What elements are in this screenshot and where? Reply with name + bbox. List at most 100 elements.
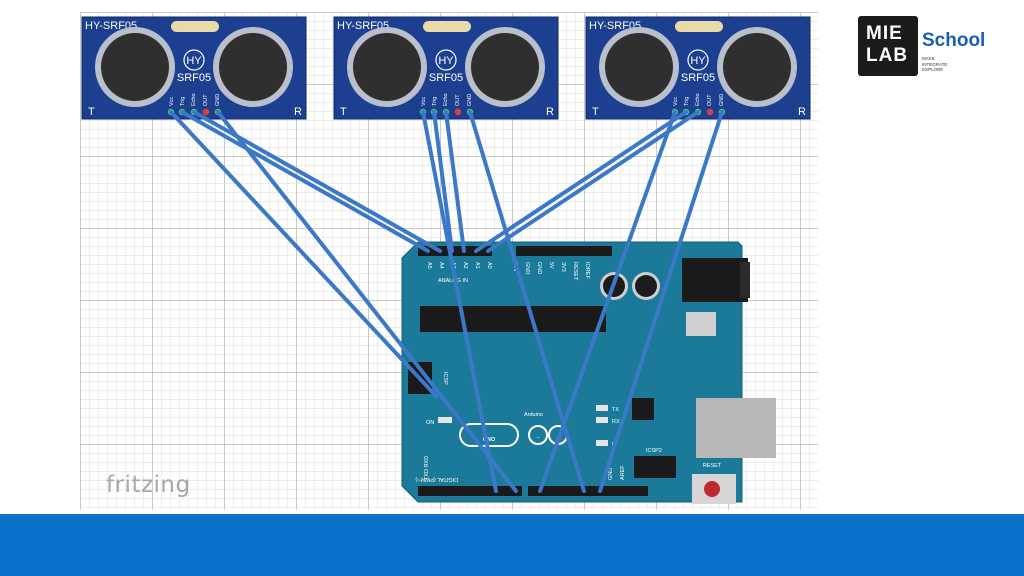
receive-letter: R xyxy=(546,106,554,118)
atmega-chip xyxy=(420,306,606,332)
wires xyxy=(169,110,724,493)
logo-tagline-2: INTEGRATE xyxy=(922,61,948,67)
wire-s1-trig xyxy=(180,110,430,253)
crystal-oscillator xyxy=(423,21,471,32)
rx-led xyxy=(596,417,608,423)
receive-letter: R xyxy=(798,106,806,118)
logo-tagline-3: EXPLORE xyxy=(922,67,944,72)
infinity-left xyxy=(528,425,548,445)
ultrasonic-sensor-2: HY-SRF05 HY SRF05 T R Vcc Trig Echo OUT … xyxy=(333,16,559,120)
logo-tagline: MAKE INTEGRATE EXPLORE xyxy=(922,56,947,73)
logo-mark-line2: LAB xyxy=(866,45,909,66)
pin-label-echo: Echo xyxy=(443,93,449,106)
power-led xyxy=(438,417,452,423)
pin-label-echo: Echo xyxy=(695,93,701,106)
pin-label-gnd: GND xyxy=(215,94,221,106)
analog-header-label: ANALOG IN xyxy=(438,278,468,284)
uno-logo: UNO xyxy=(483,437,496,443)
hy-badge-circle xyxy=(687,49,709,71)
gnd-label: GND xyxy=(608,468,614,480)
aref-label: AREF xyxy=(620,465,626,480)
logo-mark-line1: MIE xyxy=(866,23,903,44)
hy-badge-circle xyxy=(435,49,457,71)
pin-label-trig: Trig xyxy=(432,97,438,106)
analog-pin-label-a4: A4 xyxy=(438,262,444,269)
pin-label-trig: Trig xyxy=(684,97,690,106)
analog-pin-label-a5: A5 xyxy=(426,262,432,269)
sensor-model: SRF05 xyxy=(429,72,463,84)
pin-label-trig: Trig xyxy=(180,97,186,106)
analog-pin-label-a1: A1 xyxy=(474,262,480,269)
digital-header-high xyxy=(528,486,648,496)
mielab-logo-mark: MIE LAB xyxy=(858,16,918,76)
rx-label: RX xyxy=(612,419,620,425)
receive-letter: R xyxy=(294,106,302,118)
wire-s2-gnd xyxy=(468,110,586,493)
icsp-left-label: ICSP xyxy=(442,372,448,385)
pin-label-gnd: GND xyxy=(719,94,725,106)
voltage-regulator xyxy=(686,312,716,336)
power-pin-label-gnd1: GND xyxy=(524,262,530,274)
transmit-letter: T xyxy=(592,106,599,118)
transmitter-transducer xyxy=(101,33,169,101)
txd-rxd-label: TXD RXD xyxy=(424,456,430,480)
pin-out[interactable] xyxy=(202,108,210,116)
logo-wordmark: School xyxy=(922,30,986,51)
capacitor-2-top xyxy=(635,275,657,297)
wire-s1-vcc xyxy=(169,110,438,398)
power-pin-label-3v3: 3V3 xyxy=(560,262,566,272)
wire-s1-gnd xyxy=(216,110,518,493)
power-header xyxy=(516,246,612,256)
wire-s3-trig xyxy=(474,110,688,253)
fritzing-watermark: fritzing xyxy=(106,472,191,498)
wire-s3-gnd xyxy=(598,110,724,493)
transmit-letter: T xyxy=(88,106,95,118)
transmitter-transducer xyxy=(353,33,421,101)
pin-label-out: OUT xyxy=(203,94,209,106)
usb-b-port xyxy=(696,398,776,458)
reset-button[interactable] xyxy=(704,481,720,497)
pin-label-out: OUT xyxy=(455,94,461,106)
sensor-model: SRF05 xyxy=(681,72,715,84)
footer-bar xyxy=(0,514,1024,576)
wire-s3-echo xyxy=(486,110,700,253)
hy-badge-text: HY xyxy=(438,55,454,67)
pin-label-vcc: Vcc xyxy=(421,97,427,106)
pin-out[interactable] xyxy=(706,108,714,116)
receiver-transducer xyxy=(471,33,539,101)
pin-label-echo: Echo xyxy=(191,93,197,106)
logo-tagline-1: MAKE xyxy=(922,56,935,61)
receiver-transducer xyxy=(219,33,287,101)
dc-power-jack-barrel xyxy=(740,262,750,298)
analog-pin-label-a0: A0 xyxy=(486,262,492,269)
icsp2-label: ICSP2 xyxy=(646,448,662,454)
pin-label-out: OUT xyxy=(707,94,713,106)
wire-s2-vcc xyxy=(421,110,498,493)
hy-badge-circle xyxy=(183,49,205,71)
hy-badge-text: HY xyxy=(186,55,202,67)
wire-s2-echo xyxy=(444,110,466,253)
dc-power-jack xyxy=(682,258,748,302)
transmit-letter: T xyxy=(340,106,347,118)
pin-out[interactable] xyxy=(454,108,462,116)
ultrasonic-sensor-3: HY-SRF05 HY SRF05 T R Vcc Trig Echo OUT … xyxy=(585,16,811,120)
usb-controller-chip xyxy=(632,398,654,420)
receiver-transducer xyxy=(723,33,791,101)
pin-label-vcc: Vcc xyxy=(673,97,679,106)
analog-pin-label-a2: A2 xyxy=(462,262,468,269)
hy-badge-text: HY xyxy=(690,55,706,67)
l-led xyxy=(596,440,608,446)
transmitter-transducer xyxy=(605,33,673,101)
power-pin-label-ioref: IOREF xyxy=(584,262,590,279)
power-pin-label-reset: RESET xyxy=(572,262,578,281)
power-pin-label-5v: 5V xyxy=(548,262,554,269)
sensor-model: SRF05 xyxy=(177,72,211,84)
crystal-oscillator xyxy=(171,21,219,32)
pin-label-gnd: GND xyxy=(467,94,473,106)
crystal-oscillator xyxy=(675,21,723,32)
wire-s2-trig xyxy=(432,110,454,253)
ultrasonic-sensor-1: HY-SRF05 HY SRF05 T R Vcc Trig Echo OUT … xyxy=(81,16,307,120)
analog-header xyxy=(418,246,492,256)
tx-led xyxy=(596,405,608,411)
digital-header-label: DIGITAL (PWM~) xyxy=(415,476,458,482)
